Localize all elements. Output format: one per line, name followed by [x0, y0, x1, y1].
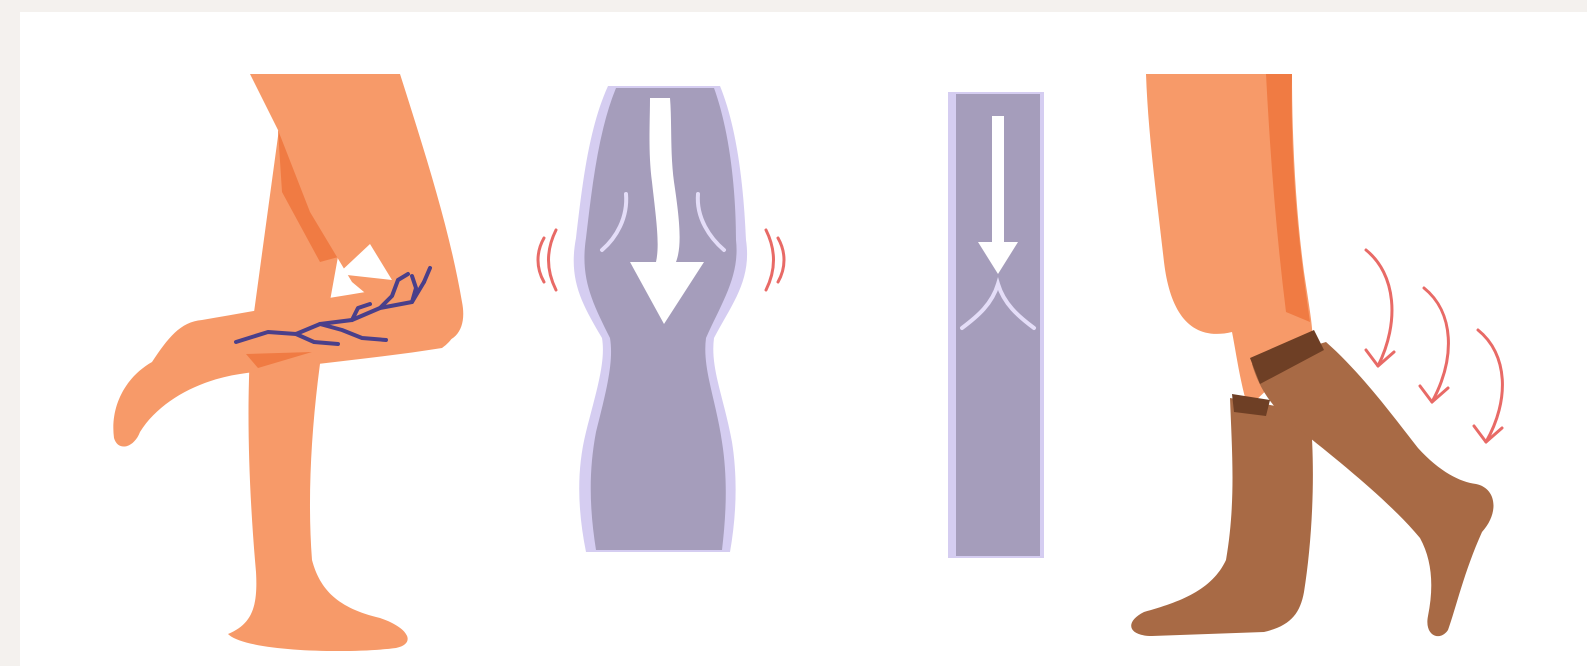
illustration-canvas	[20, 12, 1587, 666]
leg-with-compression-stocking-icon	[1131, 74, 1502, 636]
stocking-standing-leg	[1131, 398, 1313, 636]
dilated-vein-with-backflow-icon	[538, 86, 784, 552]
normal-vein-with-closed-valve-icon	[948, 92, 1044, 558]
leg-with-varicose-veins-icon	[113, 74, 463, 651]
